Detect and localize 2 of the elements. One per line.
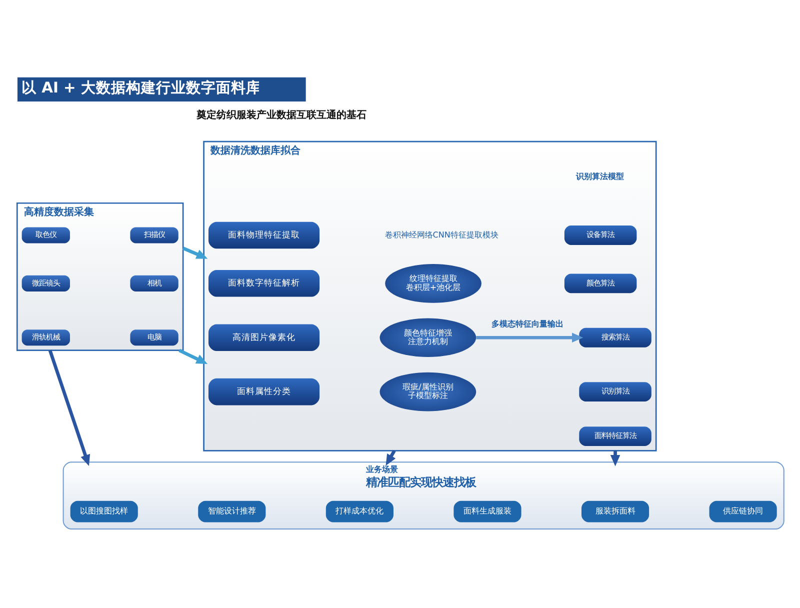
diagram-title: 以 AI + 大数据构建行业数字面料库 xyxy=(20,78,261,96)
label: 奠定纺织服装产业数据互联互通的基石 xyxy=(196,109,366,120)
